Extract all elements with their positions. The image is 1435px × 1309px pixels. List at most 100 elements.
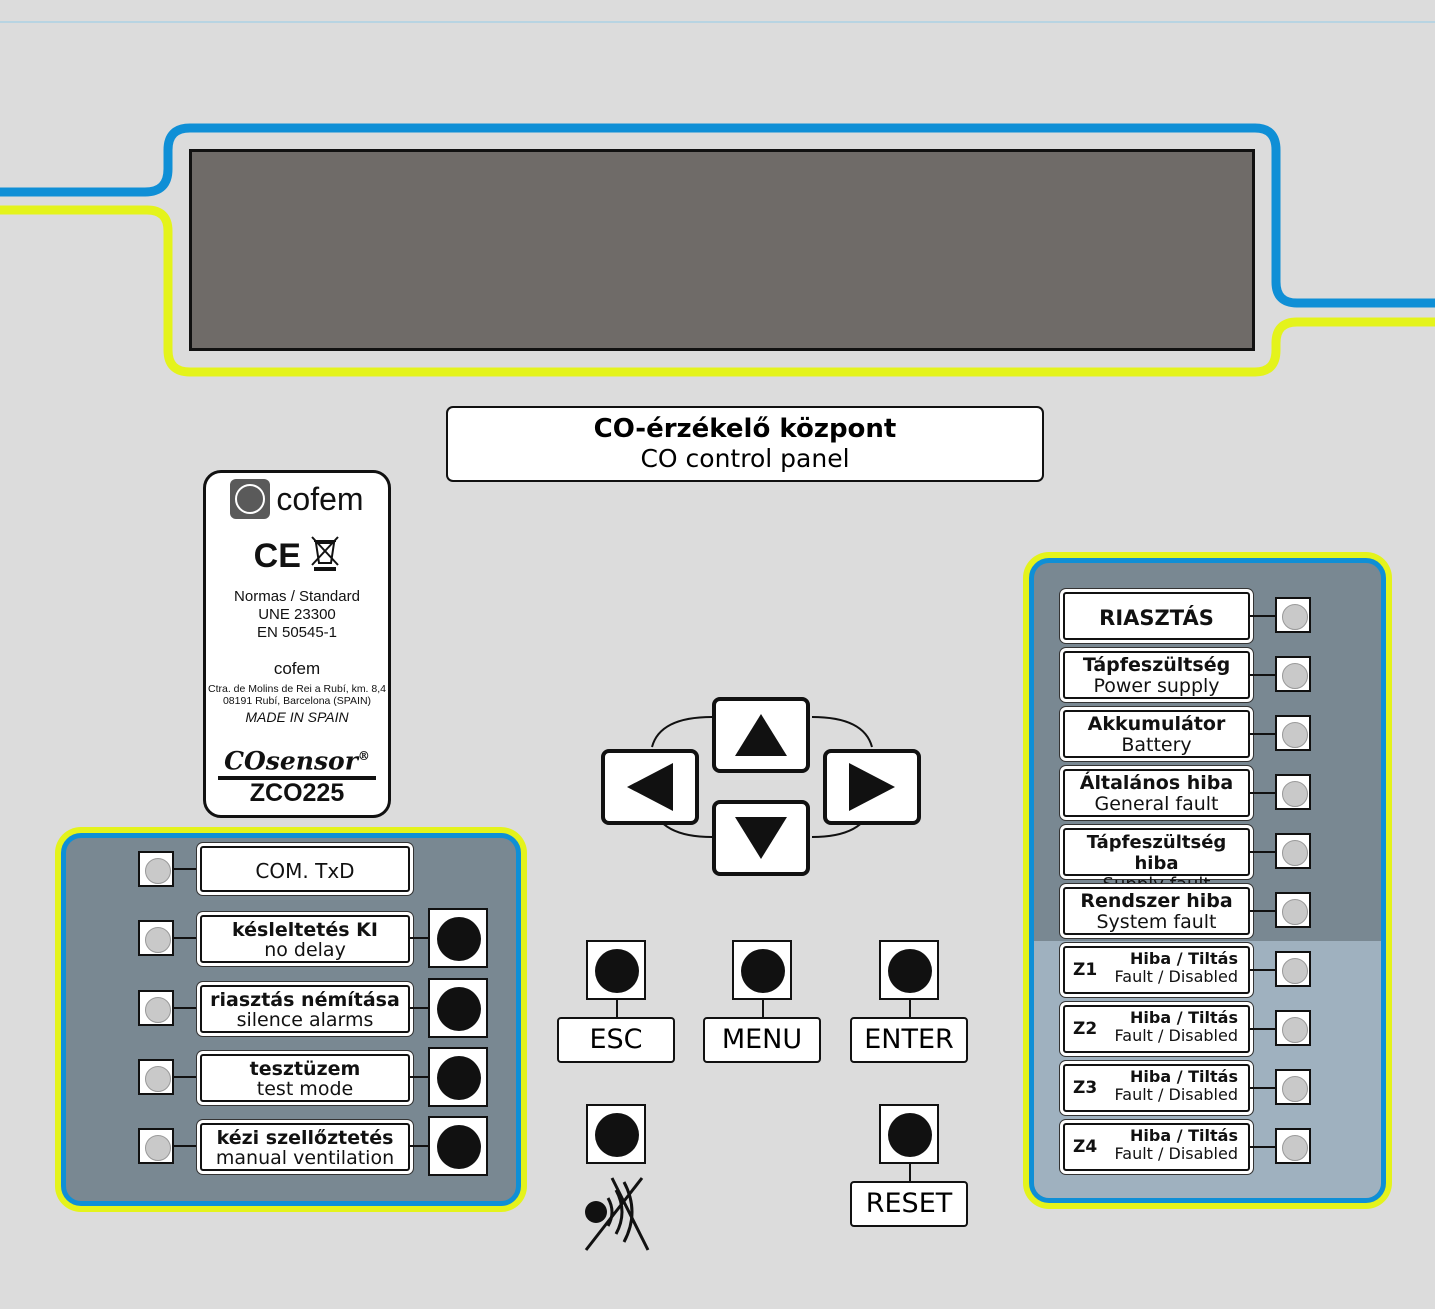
address-line-2: 08191 Rubí, Barcelona (SPAIN) bbox=[222, 695, 372, 707]
label-alarm: RIASZTÁS bbox=[1063, 592, 1250, 640]
arrow-left-icon bbox=[627, 763, 673, 811]
label-general-fault: Általános hiba General fault bbox=[1063, 769, 1250, 817]
device-label: cofem CE Normas / Standard UNE 23300 EN … bbox=[203, 470, 391, 818]
led-manual-ventilation bbox=[138, 1128, 174, 1164]
cofem-logo-icon bbox=[230, 479, 271, 519]
zone-1-hu: Hiba / Tiltás bbox=[1130, 949, 1238, 968]
no-delay-hu: késleltetés KI bbox=[232, 919, 378, 941]
led-com-txd bbox=[138, 851, 174, 887]
registered-mark: ® bbox=[357, 749, 370, 763]
system-fault-en: System fault bbox=[1096, 911, 1217, 933]
general-fault-en: General fault bbox=[1094, 793, 1219, 815]
arrow-right-button[interactable] bbox=[823, 749, 921, 825]
system-fault-hu: Rendszer hiba bbox=[1080, 890, 1233, 912]
label-silence-alarms: riasztás némítása silence alarms bbox=[200, 985, 410, 1033]
led-system-fault bbox=[1275, 892, 1311, 928]
led-zone-2 bbox=[1275, 1010, 1311, 1046]
reset-label: RESET bbox=[850, 1181, 968, 1227]
led-power-supply bbox=[1275, 656, 1311, 692]
led-zone-1 bbox=[1275, 951, 1311, 987]
general-fault-hu: Általános hiba bbox=[1079, 772, 1234, 794]
brand-name: cofem bbox=[276, 481, 364, 517]
battery-hu: Akkumulátor bbox=[1087, 713, 1226, 735]
lcd-display bbox=[189, 149, 1255, 351]
label-power-supply: Tápfeszültség Power supply bbox=[1063, 651, 1250, 699]
zone-1-en: Fault / Disabled bbox=[1114, 967, 1238, 986]
arrow-pad-ring bbox=[651, 716, 873, 838]
buzzer-mute-icon bbox=[584, 1177, 650, 1251]
manual-ventilation-en: manual ventilation bbox=[215, 1147, 395, 1169]
test-mode-button[interactable] bbox=[428, 1047, 488, 1107]
silence-alarms-button[interactable] bbox=[428, 978, 488, 1038]
arrow-left-button[interactable] bbox=[601, 749, 699, 825]
zone-3-id: Z3 bbox=[1073, 1078, 1098, 1098]
esc-label: ESC bbox=[557, 1017, 675, 1063]
zone-2-hu: Hiba / Tiltás bbox=[1130, 1008, 1238, 1027]
label-no-delay: késleltetés KI no delay bbox=[200, 915, 410, 963]
led-zone-3 bbox=[1275, 1069, 1311, 1105]
standard-en: EN 50545-1 bbox=[256, 624, 338, 641]
manufacturer-address: Ctra. de Molins de Rei a Rubí, km. 8,4 0… bbox=[206, 683, 388, 707]
manufacturer-name: cofem bbox=[273, 659, 321, 678]
zone-2-en: Fault / Disabled bbox=[1114, 1026, 1238, 1045]
arrow-up-icon bbox=[735, 714, 787, 756]
title-english: CO control panel bbox=[640, 444, 850, 473]
label-battery: Akkumulátor Battery bbox=[1063, 710, 1250, 758]
led-battery bbox=[1275, 715, 1311, 751]
standards-title: Normas / Standard bbox=[234, 588, 360, 605]
certification-marks: CE bbox=[206, 535, 388, 576]
zone-3-en: Fault / Disabled bbox=[1114, 1085, 1238, 1104]
zone-1-id: Z1 bbox=[1073, 960, 1098, 980]
menu-label: MENU bbox=[703, 1017, 821, 1063]
silence-alarms-hu: riasztás némítása bbox=[210, 989, 400, 1011]
power-supply-en: Power supply bbox=[1093, 675, 1220, 697]
com-txd-text: COM. TxD bbox=[255, 859, 355, 883]
label-com-txd: COM. TxD bbox=[200, 846, 410, 892]
esc-button[interactable] bbox=[586, 940, 646, 1000]
reset-button[interactable] bbox=[879, 1104, 939, 1164]
weee-bin-icon bbox=[311, 536, 340, 571]
ce-mark-icon: CE bbox=[253, 537, 301, 575]
manual-ventilation-hu: kézi szellőztetés bbox=[216, 1127, 394, 1149]
label-manual-ventilation: kézi szellőztetés manual ventilation bbox=[200, 1123, 410, 1171]
led-alarm bbox=[1275, 597, 1311, 633]
led-test-mode bbox=[138, 1059, 174, 1095]
panel-title-box: CO-érzékelő központ CO control panel bbox=[446, 406, 1044, 482]
no-delay-button[interactable] bbox=[428, 908, 488, 968]
led-zone-4 bbox=[1275, 1128, 1311, 1164]
label-test-mode: tesztüzem test mode bbox=[200, 1054, 410, 1102]
led-general-fault bbox=[1275, 774, 1311, 810]
arrow-down-icon bbox=[735, 817, 787, 859]
led-supply-fault bbox=[1275, 833, 1311, 869]
arrow-down-button[interactable] bbox=[712, 800, 810, 876]
test-mode-hu: tesztüzem bbox=[249, 1058, 361, 1080]
led-silence-alarms bbox=[138, 990, 174, 1026]
menu-button[interactable] bbox=[732, 940, 792, 1000]
arrow-up-button[interactable] bbox=[712, 697, 810, 773]
power-supply-hu: Tápfeszültség bbox=[1082, 654, 1231, 676]
zone-2-id: Z2 bbox=[1073, 1019, 1098, 1039]
label-supply-fault: Tápfeszültség hiba Supply fault bbox=[1063, 828, 1250, 895]
test-mode-en: test mode bbox=[256, 1078, 354, 1100]
product-name: COsensor® bbox=[218, 741, 376, 781]
product-name-text: COsensor bbox=[224, 746, 358, 776]
label-system-fault: Rendszer hiba System fault bbox=[1063, 887, 1250, 935]
standard-une: UNE 23300 bbox=[258, 606, 336, 623]
led-no-delay bbox=[138, 920, 174, 956]
enter-label: ENTER bbox=[850, 1017, 968, 1063]
manual-ventilation-button[interactable] bbox=[428, 1116, 488, 1176]
model-number: ZCO225 bbox=[249, 779, 345, 807]
zone-3-hu: Hiba / Tiltás bbox=[1130, 1067, 1238, 1086]
supply-fault-hu: Tápfeszültség hiba bbox=[1086, 832, 1227, 874]
address-line-1: Ctra. de Molins de Rei a Rubí, km. 8,4 bbox=[208, 683, 386, 695]
buzzer-mute-button[interactable] bbox=[586, 1104, 646, 1164]
no-delay-en: no delay bbox=[264, 939, 346, 961]
alarm-text: RIASZTÁS bbox=[1099, 606, 1214, 630]
enter-button[interactable] bbox=[879, 940, 939, 1000]
standards-block: Normas / Standard UNE 23300 EN 50545-1 bbox=[206, 588, 388, 642]
